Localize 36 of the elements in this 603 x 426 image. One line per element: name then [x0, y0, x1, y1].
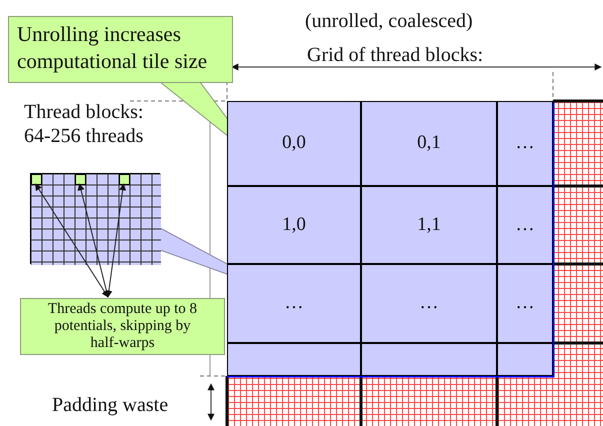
node-text: 0,1: [417, 131, 441, 156]
thread-cell: [31, 174, 42, 185]
block-cell: [227, 186, 361, 264]
block-cell: [361, 101, 497, 186]
thread-grid-drawing: [30, 173, 160, 264]
block-cell: [497, 101, 553, 186]
block-cell: [497, 264, 553, 343]
dimension-label: Grid of thread blocks:: [307, 43, 484, 68]
arrow: [35, 183, 108, 298]
subtitle: (unrolled, coalesced): [305, 9, 473, 34]
node-text: …: [420, 291, 438, 316]
node-text: Threads compute up to 8 potentials, skipping by half-warps: [46, 301, 198, 352]
arrow: [105, 183, 126, 298]
node-text: Unrolling increases computational tile size: [17, 22, 208, 73]
block-cell: [361, 343, 497, 376]
node-text: 1,1: [417, 212, 441, 237]
thread-cell: [75, 174, 86, 185]
arrow: [78, 183, 110, 298]
node-text: …: [516, 212, 534, 237]
node-text: …: [516, 131, 534, 156]
callout-box: [8, 16, 233, 83]
callout-box: [20, 298, 225, 355]
block-cell: [227, 264, 361, 343]
node-text: …: [284, 291, 304, 316]
block-cell: [361, 186, 497, 264]
block-cell: [227, 343, 361, 376]
node-text: 0,0: [282, 131, 306, 156]
thread-cell: [119, 174, 130, 185]
label-text: Thread blocks: 64-256 threads: [24, 100, 144, 148]
block-cell: [497, 186, 553, 264]
block-cell: [227, 101, 361, 186]
label-text: Padding waste: [52, 393, 168, 418]
node-text: 1,0: [282, 212, 306, 237]
block-cell: [497, 343, 553, 376]
block-cell: [361, 264, 497, 343]
node-text: …: [516, 291, 534, 316]
